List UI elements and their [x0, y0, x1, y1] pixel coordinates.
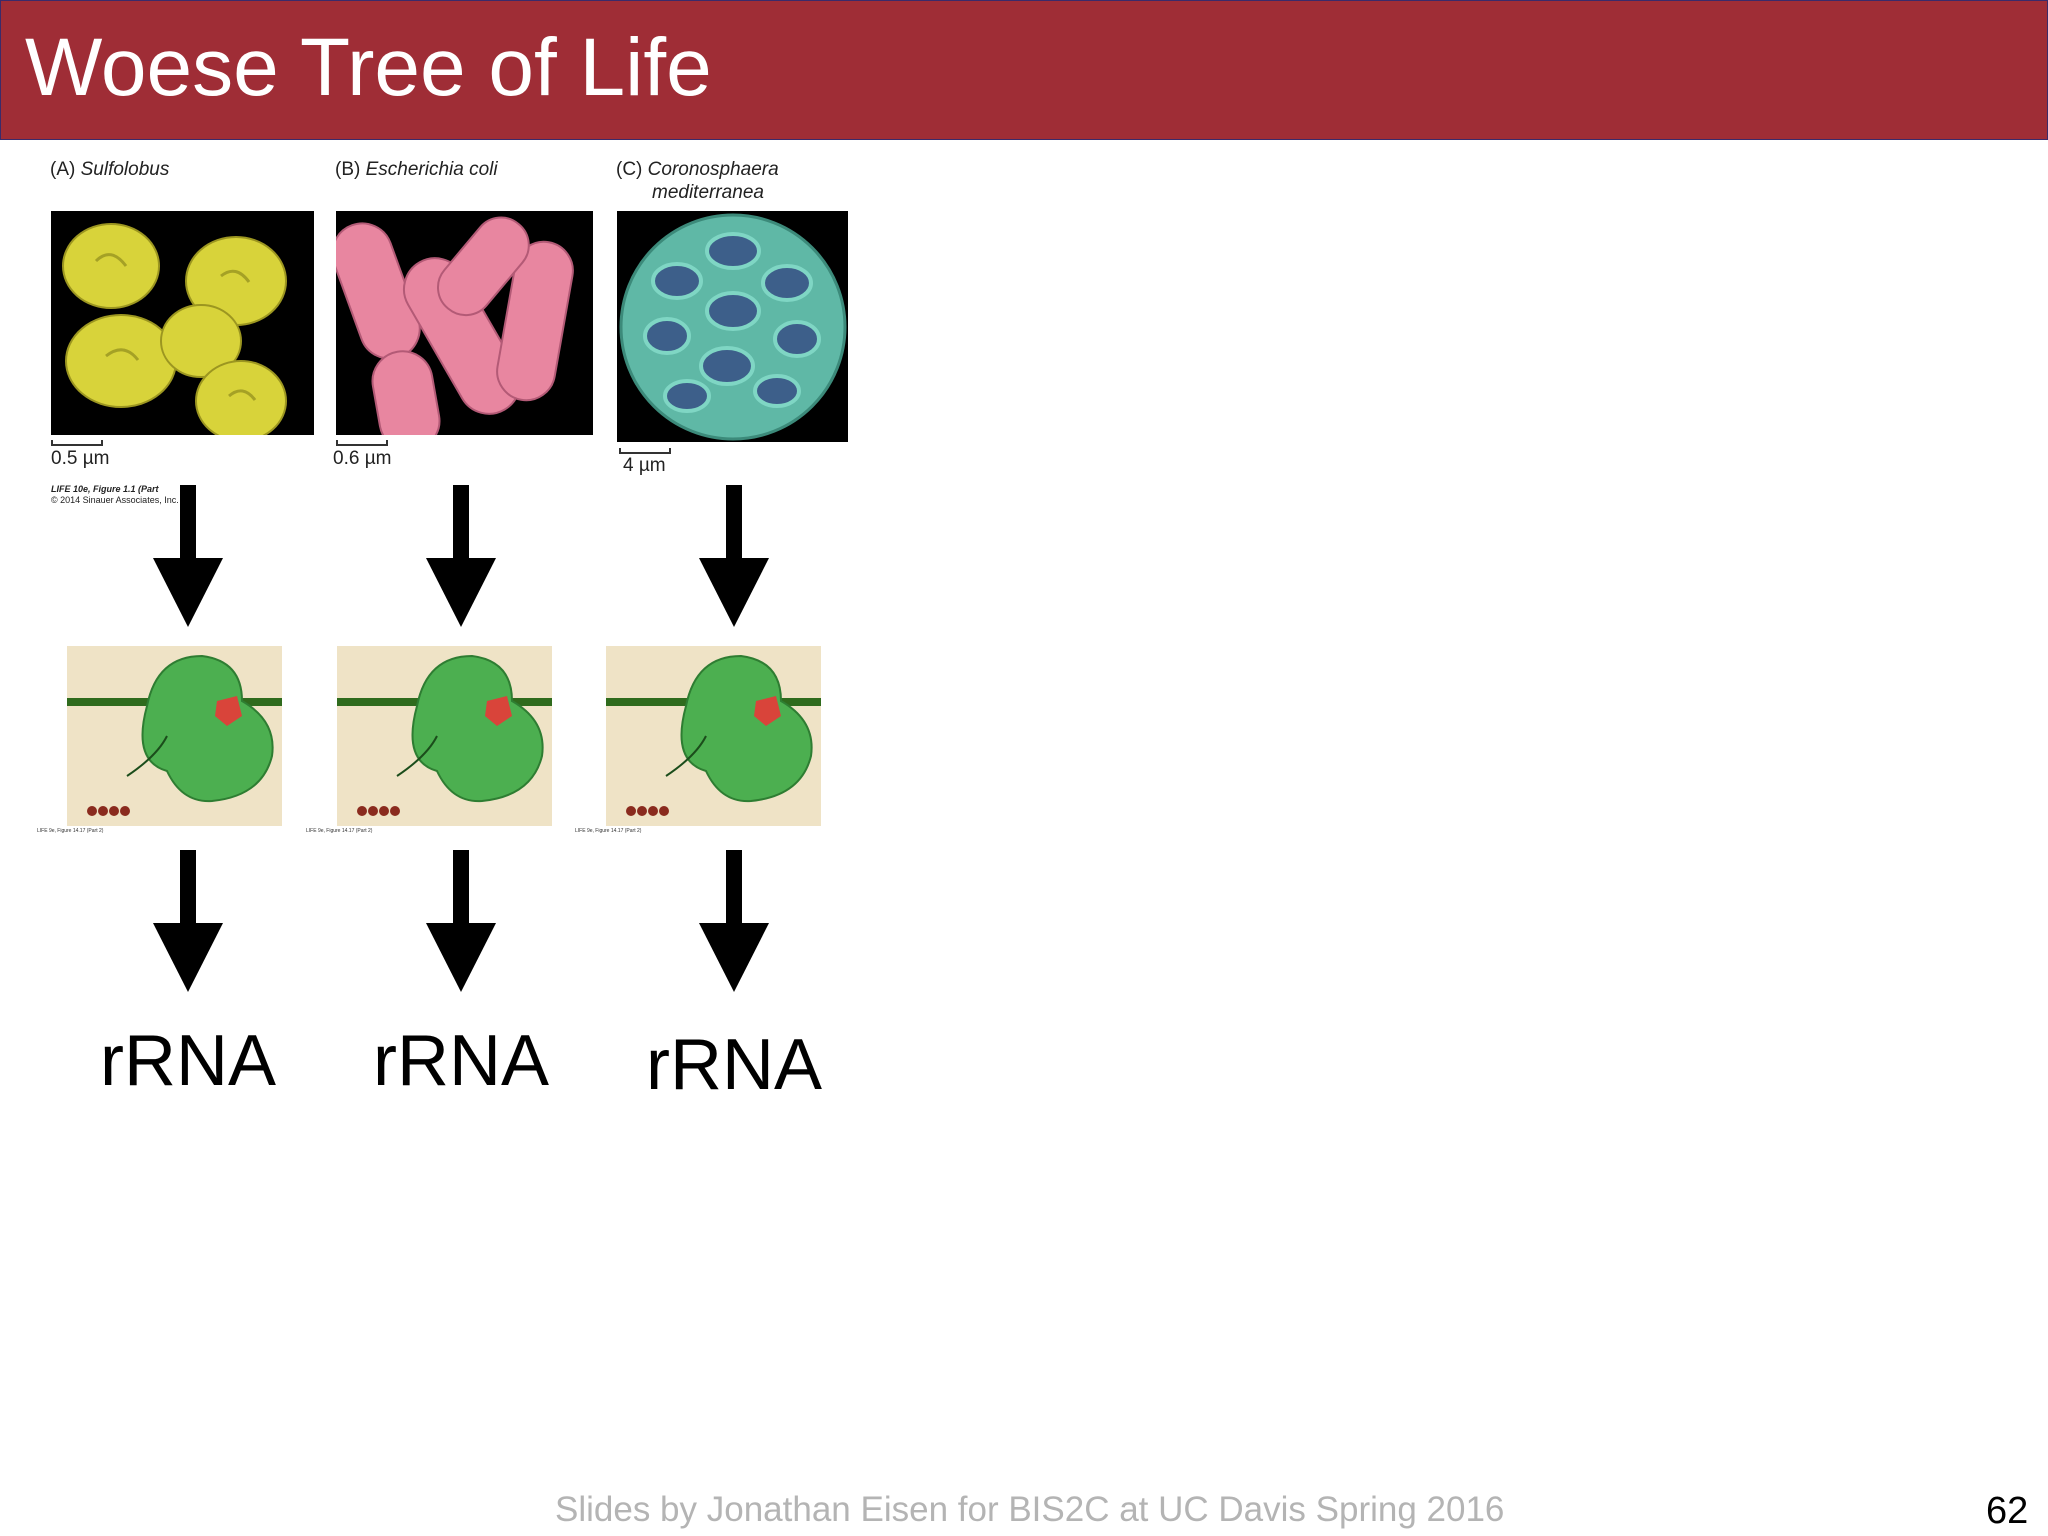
panel-c-organism-line2: mediterranea — [652, 182, 764, 203]
slide-footer: Slides by Jonathan Eisen for BIS2C at UC… — [555, 1490, 1505, 1529]
ribosome-caption: LIFE 9e, Figure 14.17 (Part 2) — [575, 828, 642, 834]
panel-a-label: (A) Sulfolobus — [50, 158, 169, 181]
panel-c-label: (C) Coronosphaera mediterranea — [616, 158, 779, 204]
figure-credit: LIFE 10e, Figure 1.1 (Part © 2014 Sinaue… — [51, 484, 179, 506]
panel-c-letter: (C) — [616, 159, 643, 180]
scale-label-b: 0.6 µm — [333, 448, 392, 469]
ribosome-caption: LIFE 9e, Figure 14.17 (Part 2) — [306, 828, 373, 834]
scale-bar-c — [619, 448, 671, 454]
ribosome-diagram — [586, 646, 826, 826]
panel-a-organism: Sulfolobus — [80, 159, 170, 180]
ribosome-illustration — [317, 654, 557, 816]
panel-b-label: (B) Escherichia coli — [335, 158, 498, 181]
down-arrow-icon — [699, 485, 769, 627]
ecoli-cells-illustration — [336, 216, 574, 435]
sulfolobus-micrograph — [51, 211, 314, 435]
panel-b-letter: (B) — [335, 159, 361, 180]
down-arrow-icon — [153, 485, 223, 627]
rrna-label: rRNA — [100, 1021, 276, 1101]
down-arrow-icon — [153, 850, 223, 992]
ribosome-caption: LIFE 9e, Figure 14.17 (Part 2) — [37, 828, 104, 834]
figure-credit-copyright: © 2014 Sinauer Associates, Inc. — [51, 495, 179, 505]
ribosome-diagram — [317, 646, 557, 826]
rrna-label: rRNA — [373, 1021, 549, 1101]
down-arrow-icon — [426, 485, 496, 627]
panel-a-letter: (A) — [50, 159, 76, 180]
scale-label-c: 4 µm — [623, 455, 666, 476]
down-arrow-icon — [699, 850, 769, 992]
panel-b-organism: Escherichia coli — [365, 159, 498, 180]
slide-title: Woese Tree of Life — [25, 22, 712, 113]
coronosphaera-micrograph — [617, 211, 848, 442]
ribosome-illustration — [47, 654, 287, 816]
title-bar: Woese Tree of Life — [0, 0, 2048, 140]
panel-c-organism: Coronosphaera — [647, 159, 779, 180]
rrna-label: rRNA — [646, 1025, 822, 1105]
page-number: 62 — [1986, 1490, 2029, 1532]
ribosome-illustration — [586, 654, 826, 816]
figure-credit-title: LIFE 10e, Figure 1.1 (Part — [51, 484, 159, 494]
scale-bar-a — [51, 440, 103, 446]
ribosome-diagram — [47, 646, 287, 826]
sulfolobus-cells-illustration — [62, 223, 287, 435]
scale-label-a: 0.5 µm — [51, 448, 110, 469]
down-arrow-icon — [426, 850, 496, 992]
coccolith-sphere-illustration — [619, 213, 847, 441]
ecoli-micrograph — [336, 211, 593, 435]
scale-bar-b — [336, 440, 388, 446]
